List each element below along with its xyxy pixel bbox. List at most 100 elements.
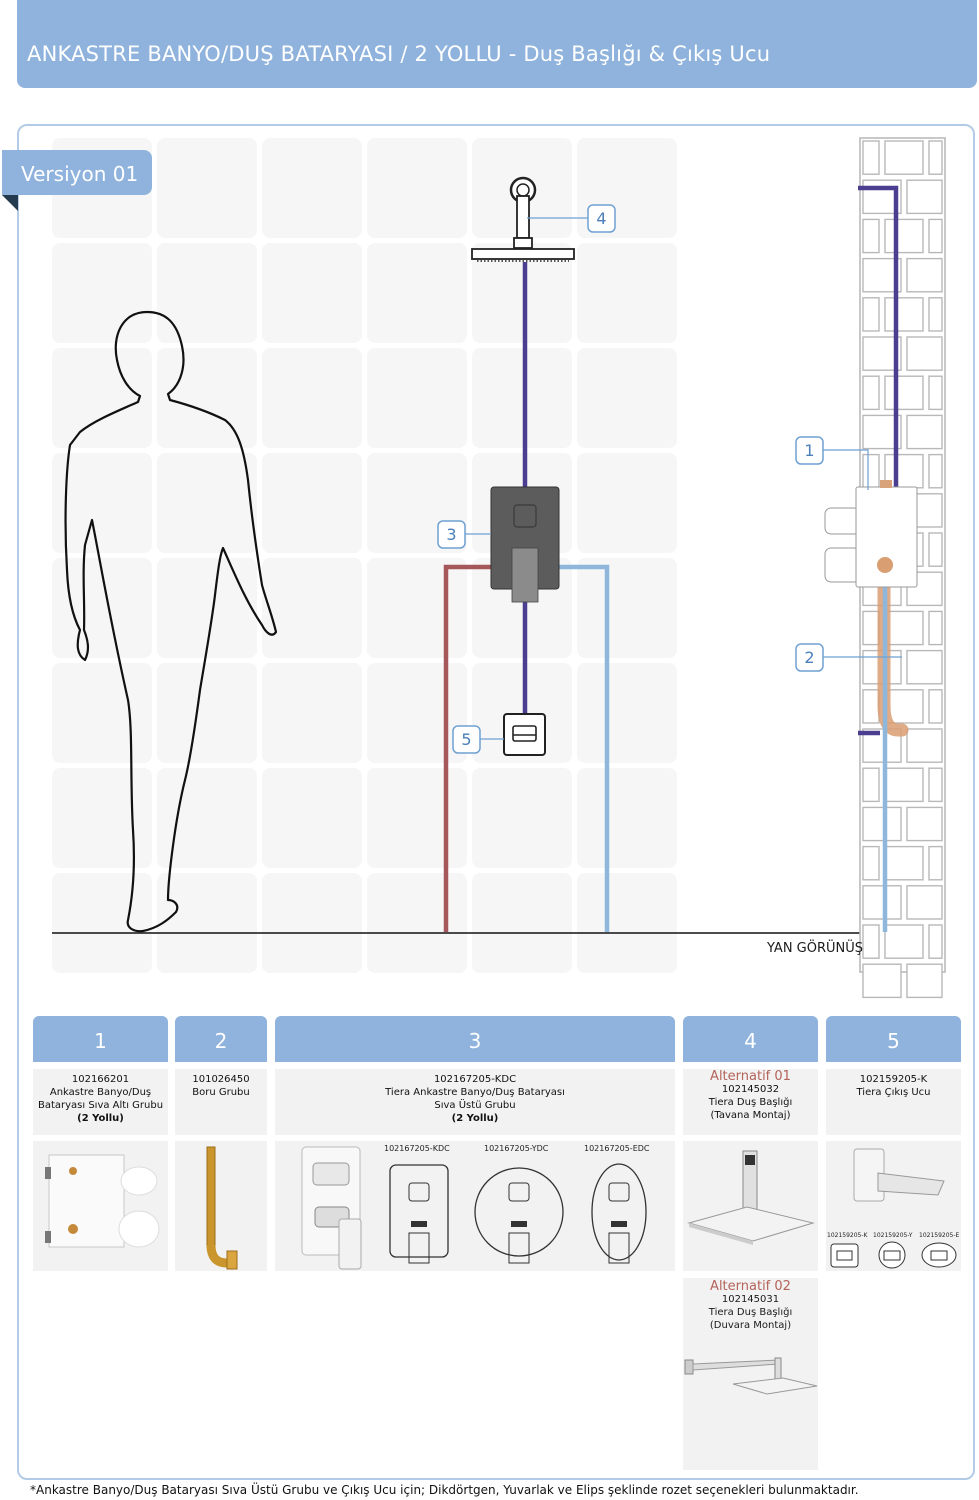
brick (928, 767, 943, 803)
wall-tile (52, 453, 152, 553)
product-code: 102167205-KDC (433, 1074, 517, 1085)
wall-tile (472, 873, 572, 973)
brick (862, 375, 880, 411)
brick (884, 845, 924, 881)
column-2-header: 2 (175, 1016, 267, 1062)
brick (928, 218, 943, 254)
bath-spout-image (830, 1148, 957, 1269)
wall-tile (577, 768, 677, 868)
column-2-image (175, 1141, 267, 1271)
brick (928, 532, 943, 567)
wall-tile (262, 243, 362, 343)
column-1-header: 1 (33, 1016, 168, 1062)
column-5-header: 5 (826, 1016, 961, 1062)
product-desc-line: (Tavana Montaj) (710, 1110, 791, 1121)
column-3-info: 102167205-KDC Tiera Ankastre Banyo/Duş B… (275, 1069, 675, 1135)
wall-tile (157, 873, 257, 973)
version-tab-fold (2, 195, 18, 211)
concealed-body-image (45, 1154, 160, 1248)
mixer-front (490, 486, 560, 603)
brick (862, 689, 880, 724)
callout-5: 5 (452, 725, 504, 754)
brick (884, 218, 924, 254)
wall-tile (577, 348, 677, 448)
hot-supply-pipe (443, 564, 491, 932)
brick (862, 767, 880, 803)
brick (928, 453, 943, 489)
wall-tile (367, 243, 467, 343)
brick (862, 453, 880, 489)
wall-tile (472, 348, 572, 448)
callout-2-label: 2 (804, 648, 814, 667)
product-code: 102166201 (71, 1074, 130, 1085)
wall-tile (262, 663, 362, 763)
variant-code: 102159205-Y (873, 1232, 913, 1239)
brick (928, 297, 943, 332)
brick (906, 806, 943, 842)
wall-tile (262, 768, 362, 868)
brick (862, 963, 902, 999)
alternative-2-title: Alternatif 02 (710, 1279, 791, 1294)
wall-tile (262, 558, 362, 658)
variant-code: 102159205-E (919, 1232, 960, 1239)
cold-supply-pipe (559, 564, 610, 932)
wall-tile (367, 768, 467, 868)
brick (928, 845, 943, 881)
column-1-image (33, 1141, 168, 1271)
diagram-frame (17, 124, 975, 1480)
brick (906, 336, 943, 371)
mixer-trim-image (301, 1146, 647, 1270)
product-desc-bold: (2 Yollu) (451, 1113, 499, 1124)
callout-1-label: 1 (804, 441, 814, 460)
product-code: 101026450 (192, 1074, 250, 1085)
wall-tile (472, 768, 572, 868)
column-4-alt2: Alternatif 02 102145031 Tiera Duş Başlığ… (683, 1278, 818, 1470)
brick (862, 924, 880, 959)
wall-tile (157, 348, 257, 448)
brick (906, 414, 943, 450)
brick (862, 218, 880, 254)
installation-diagram: 4 3 5 1 2 (52, 137, 946, 999)
version-label: Versiyon 01 (21, 162, 139, 186)
wall-tile (52, 243, 152, 343)
brick (862, 845, 880, 881)
product-desc-line: Boru Grubu (192, 1087, 250, 1098)
footnote: *Ankastre Banyo/Duş Bataryası Sıva Üstü … (30, 1483, 859, 1497)
wall-tile (157, 663, 257, 763)
wall-tile (52, 663, 152, 763)
product-desc-line: Tiera Çıkış Ucu (856, 1087, 931, 1098)
wall-tile (157, 138, 257, 238)
brick (884, 297, 924, 332)
column-4-header: 4 (683, 1016, 818, 1062)
brick (862, 140, 880, 175)
wall-tile (367, 873, 467, 973)
variant-code: 102159205-K (827, 1232, 868, 1239)
variant-code: 102167205-EDC (584, 1144, 650, 1153)
product-desc-line: Tiera Ankastre Banyo/Duş Bataryası (385, 1087, 565, 1098)
wall-tile (157, 453, 257, 553)
wall-tile (52, 768, 152, 868)
brick (906, 728, 943, 763)
wall-tile (367, 138, 467, 238)
callout-3: 3 (437, 520, 491, 549)
product-desc-bold: (2 Yollu) (77, 1113, 124, 1124)
column-5-image: 102159205-K 102159205-Y 102159205-E (826, 1141, 961, 1271)
wall-tile (577, 663, 677, 763)
side-view-label: YAN GÖRÜNÜŞ (767, 941, 864, 956)
brick (884, 140, 924, 175)
variant-code: 102167205-YDC (484, 1144, 549, 1153)
wall-tile (262, 453, 362, 553)
person-silhouette (64, 310, 278, 933)
product-desc-line: Ankastre Banyo/Duş (49, 1087, 152, 1098)
callout-1: 1 (795, 436, 869, 490)
wall-tile (262, 138, 362, 238)
product-desc-line: Tiera Duş Başlığı (708, 1307, 793, 1318)
concealed-body-side (824, 480, 918, 588)
product-code: 102145031 (721, 1294, 780, 1305)
wall-tile (52, 348, 152, 448)
brick (862, 610, 880, 646)
brick (884, 767, 924, 803)
callout-5-label: 5 (461, 730, 471, 749)
brick (928, 375, 943, 411)
brick (928, 689, 943, 724)
